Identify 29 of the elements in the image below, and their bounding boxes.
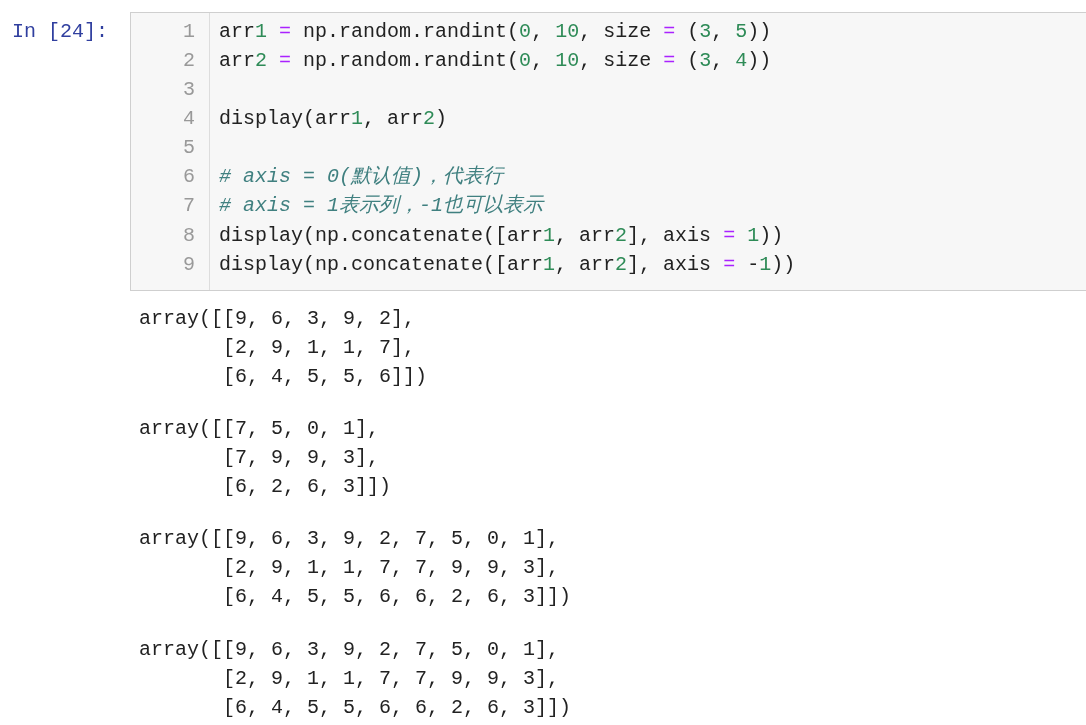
output-line: [7, 9, 9, 3], bbox=[223, 446, 380, 470]
line-number: 2 bbox=[182, 49, 195, 73]
line-number: 3 bbox=[182, 78, 195, 102]
output-line: array([[7, 5, 0, 1], bbox=[139, 417, 380, 441]
line-number: 9 bbox=[182, 253, 195, 277]
output-line: [6, 2, 6, 3]]) bbox=[223, 475, 392, 499]
code-line: display(np.concatenate([arr1, arr2], axis = -1)) bbox=[219, 253, 796, 277]
line-number: 4 bbox=[182, 107, 195, 131]
output-line: [6, 4, 5, 5, 6]]) bbox=[223, 365, 428, 389]
line-number: 7 bbox=[182, 194, 195, 218]
line-number: 1 bbox=[182, 20, 195, 44]
code-line: arr1 = np.random.randint(0, 10, size = (3, 5)) bbox=[219, 20, 772, 44]
output-line: [6, 4, 5, 5, 6, 6, 2, 6, 3]]) bbox=[223, 696, 572, 720]
code-line: display(arr1, arr2) bbox=[219, 107, 448, 131]
output-line: array([[9, 6, 3, 9, 2, 7, 5, 0, 1], bbox=[139, 638, 560, 662]
code-line: arr2 = np.random.randint(0, 10, size = (3, 4)) bbox=[219, 49, 772, 73]
output-line: array([[9, 6, 3, 9, 2, 7, 5, 0, 1], bbox=[139, 527, 560, 551]
output-line: [6, 4, 5, 5, 6, 6, 2, 6, 3]]) bbox=[223, 585, 572, 609]
output-line: [2, 9, 1, 1, 7, 7, 9, 9, 3], bbox=[223, 667, 560, 691]
code-line: display(np.concatenate([arr1, arr2], axis = 1)) bbox=[219, 224, 784, 248]
code-comment: # axis = 0(默认值)，代表行 bbox=[219, 165, 504, 189]
output-line: [2, 9, 1, 1, 7], bbox=[223, 336, 416, 360]
code-comment: # axis = 1表示列，-1也可以表示 bbox=[219, 194, 544, 218]
output-line: [2, 9, 1, 1, 7, 7, 9, 9, 3], bbox=[223, 556, 560, 580]
line-number: 5 bbox=[182, 136, 195, 160]
output-line: array([[9, 6, 3, 9, 2], bbox=[139, 307, 416, 331]
line-number: 6 bbox=[182, 165, 195, 189]
prompt-label: In [24]: bbox=[12, 20, 108, 44]
line-number: 8 bbox=[182, 224, 195, 248]
